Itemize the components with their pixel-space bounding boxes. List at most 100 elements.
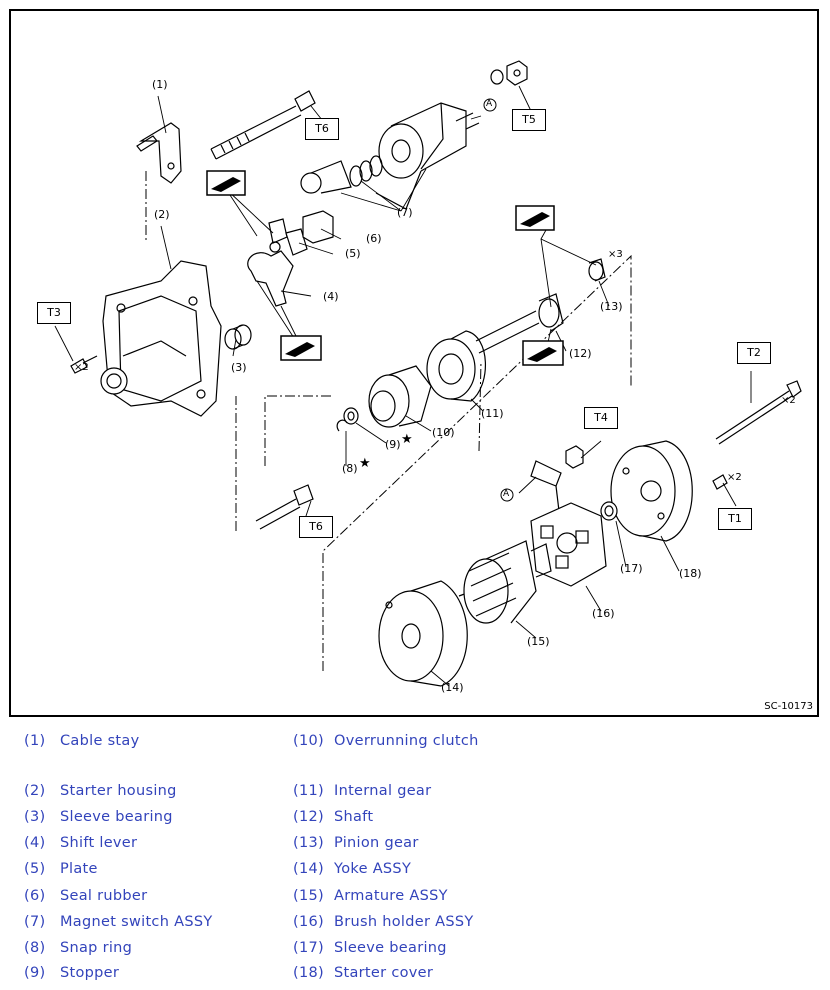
callout-8: (8) — [342, 462, 358, 475]
legend-item: (7) Magnet switch ASSY — [24, 914, 213, 930]
legend-name: Magnet switch ASSY — [60, 914, 213, 930]
callout-3: (3) — [231, 361, 247, 374]
callout-6: (6) — [366, 232, 382, 245]
legend-name: Internal gear — [334, 783, 432, 799]
quantity-pinion: ×3 — [608, 249, 623, 260]
legend-name: Starter cover — [334, 965, 434, 981]
callout-5: (5) — [345, 247, 361, 260]
shaft-part — [475, 293, 564, 354]
callout-15: (15) — [527, 635, 550, 648]
legend-number: (2) — [24, 783, 46, 799]
legend-name: Starter housing — [60, 783, 177, 799]
legend-name: Seal rubber — [60, 888, 148, 904]
legend-item: (13)Pinion gear — [293, 835, 419, 851]
legend-number: (17) — [293, 940, 324, 956]
grease-icon — [280, 335, 322, 361]
leader-lines — [54, 85, 752, 687]
legend-name: Shaft — [334, 809, 374, 825]
legend-item: (5)Plate — [24, 861, 98, 877]
legend-item: (6) Seal rubber — [24, 888, 147, 904]
exploded-diagram: A A (1) (2) (3) (4) (5) (6) (7) (8) ★ (9… — [9, 9, 819, 717]
legend-number: (14) — [293, 861, 324, 877]
legend-item: (15) Armature ASSY — [293, 888, 448, 904]
starter-exploded-view — [54, 60, 802, 687]
parts-legend: (1)Cable stay (2) Starter housing (3) Slee… — [0, 725, 830, 990]
legend-item: (16) Brush holder ASSY — [293, 914, 474, 930]
cover-screw — [712, 474, 728, 490]
connector-mark-label: A — [503, 489, 510, 499]
legend-number: (6) — [24, 888, 46, 904]
legend-name: Yoke ASSY — [334, 861, 412, 877]
legend-item: (8) Snap ring — [24, 940, 132, 956]
starter-cover-part — [610, 440, 693, 542]
yoke-part — [378, 580, 468, 687]
legend-item: (2) Starter housing — [24, 783, 177, 799]
legend-item: (1)Cable stay — [24, 733, 139, 749]
legend-number: (15) — [293, 888, 324, 904]
legend-name: Sleeve bearing — [334, 940, 447, 956]
overrunning-clutch-part — [368, 365, 432, 428]
internal-gear-part — [426, 330, 487, 402]
callout-2: (2) — [154, 208, 170, 221]
legend-name: Brush holder ASSY — [334, 914, 474, 930]
legend-name: Sleeve bearing — [60, 809, 173, 825]
through-bolt — [715, 380, 802, 445]
torque-label-t6-upper: T6 — [305, 118, 339, 140]
connector-mark-a-upper — [483, 98, 497, 112]
quantity-t1: ×2 — [727, 472, 742, 483]
legend-number: (3) — [24, 809, 46, 825]
torque-label-t4: T4 — [584, 407, 618, 429]
long-bolt-upper — [210, 90, 316, 160]
legend-name: Armature ASSY — [334, 888, 448, 904]
legend-number: (12) — [293, 809, 324, 825]
legend-number: (16) — [293, 914, 324, 930]
long-bolt-lower — [255, 484, 314, 530]
legend-number: (1) — [24, 733, 46, 749]
legend-item: (10)Overrunning clutch — [293, 733, 479, 749]
callout-18: (18) — [679, 567, 702, 580]
legend-item: (14) Yoke ASSY — [293, 861, 411, 877]
quantity-t3: ×2 — [74, 362, 89, 373]
callout-14: (14) — [441, 681, 464, 694]
callout-16: (16) — [592, 607, 615, 620]
connector-mark-a-lower — [500, 488, 514, 502]
torque-label-t3: T3 — [37, 302, 71, 324]
callout-10: (10) — [432, 426, 455, 439]
legend-number: (8) — [24, 940, 46, 956]
callout-1: (1) — [152, 78, 168, 91]
shift-lever-part — [247, 218, 294, 307]
legend-item: (9)Stopper — [24, 965, 119, 981]
connector-marks — [483, 98, 514, 502]
grease-icon — [522, 340, 564, 366]
pinion-gear-part — [588, 258, 606, 282]
armature-part — [458, 540, 552, 624]
legend-number: (10) — [293, 733, 324, 749]
legend-item: (4)Shift lever — [24, 835, 137, 851]
legend-name: Shift lever — [60, 835, 138, 851]
legend-number: (5) — [24, 861, 46, 877]
callout-4: (4) — [323, 290, 339, 303]
callout-9: (9) — [385, 438, 401, 451]
connector-mark-label: A — [486, 99, 493, 109]
stopper-part — [343, 407, 359, 425]
snap-ring-part — [336, 419, 348, 432]
sleeve-bearing-left — [224, 324, 252, 350]
legend-number: (7) — [24, 914, 46, 930]
grease-icon — [515, 205, 555, 231]
legend-item: (12) Shaft — [293, 809, 373, 825]
callout-12: (12) — [569, 347, 592, 360]
plate-and-seal — [285, 210, 334, 256]
brush-holder-part — [530, 502, 607, 587]
legend-item: (3) Sleeve bearing — [24, 809, 173, 825]
legend-item: (17) Sleeve bearing — [293, 940, 447, 956]
legend-name: Pinion gear — [334, 835, 419, 851]
legend-number: (18) — [293, 965, 324, 981]
star-mark: ★ — [401, 432, 413, 447]
callout-7: (7) — [397, 206, 413, 219]
starter-housing-part — [100, 260, 222, 417]
legend-name: Snap ring — [60, 940, 133, 956]
figure-id: SC-10173 — [764, 701, 813, 712]
legend-number: (11) — [293, 783, 324, 799]
quantity-t2: ×2 — [781, 395, 796, 406]
legend-item: (11) Internal gear — [293, 783, 431, 799]
